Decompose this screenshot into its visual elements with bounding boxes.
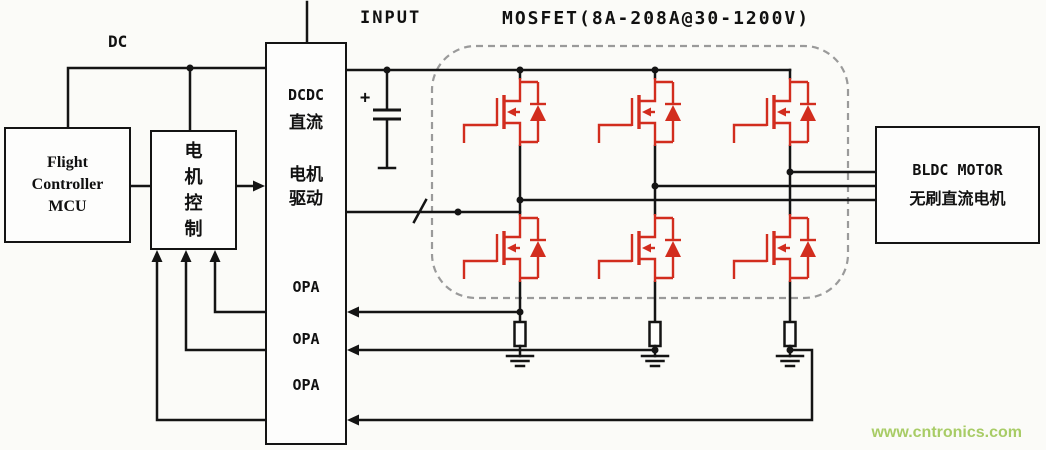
mosfet-high-side-3 [732,76,818,148]
bldc-motor-box: BLDC MOTOR 无刷直流电机 [875,126,1040,244]
arrowheads [151,180,359,426]
opa-label-3: OPA [292,376,320,394]
flight-controller-line2: Controller [31,176,104,193]
driver-dcdc-label: DCDC [287,86,325,104]
driver-dc-label: 直流 [289,113,323,132]
flight-controller-line1: Flight [47,154,88,171]
driver-drive-label: 驱动 [289,189,323,208]
motor-control-char: 控 [184,193,203,213]
driver-motor-label: 电机 [289,165,323,184]
motor-control-char: 制 [184,219,203,239]
mosfet-high-side-1 [462,76,548,148]
wiring [66,0,877,422]
shunt-resistor-2 [640,320,670,368]
opa-label-2: OPA [292,330,320,348]
opa-label-1: OPA [292,278,320,296]
mosfet-bank-outline [430,44,850,300]
input-label: INPUT [360,8,422,28]
shunt-resistor-3 [775,320,805,368]
mosfet-low-side-1 [462,212,548,284]
flight-controller-box: Flight Controller MCU [4,127,131,243]
mosfet-low-side-3 [732,212,818,284]
watermark: www.cntronics.com [871,424,1022,441]
capacitor-plus-label: + [360,88,371,108]
bldc-motor-label: BLDC MOTOR [912,161,1003,179]
bldc-motor-label-cn: 无刷直流电机 [909,191,1006,208]
mosfet-low-side-2 [597,212,683,284]
driver-box: DCDC 直流 电机 驱动 OPA OPA OPA [265,42,347,445]
flight-controller-line3: MCU [48,198,87,215]
shunt-resistor-1 [505,320,535,368]
mosfet-high-side-2 [597,76,683,148]
junction-dots [186,64,794,354]
motor-control-char: 机 [184,167,203,187]
dc-label: DC [108,32,128,51]
motor-control-box: 电 机 控 制 [150,130,237,250]
motor-control-char: 电 [184,141,203,161]
mosfet-bank-label: MOSFET(8A-208A@30-1200V) [502,8,811,29]
